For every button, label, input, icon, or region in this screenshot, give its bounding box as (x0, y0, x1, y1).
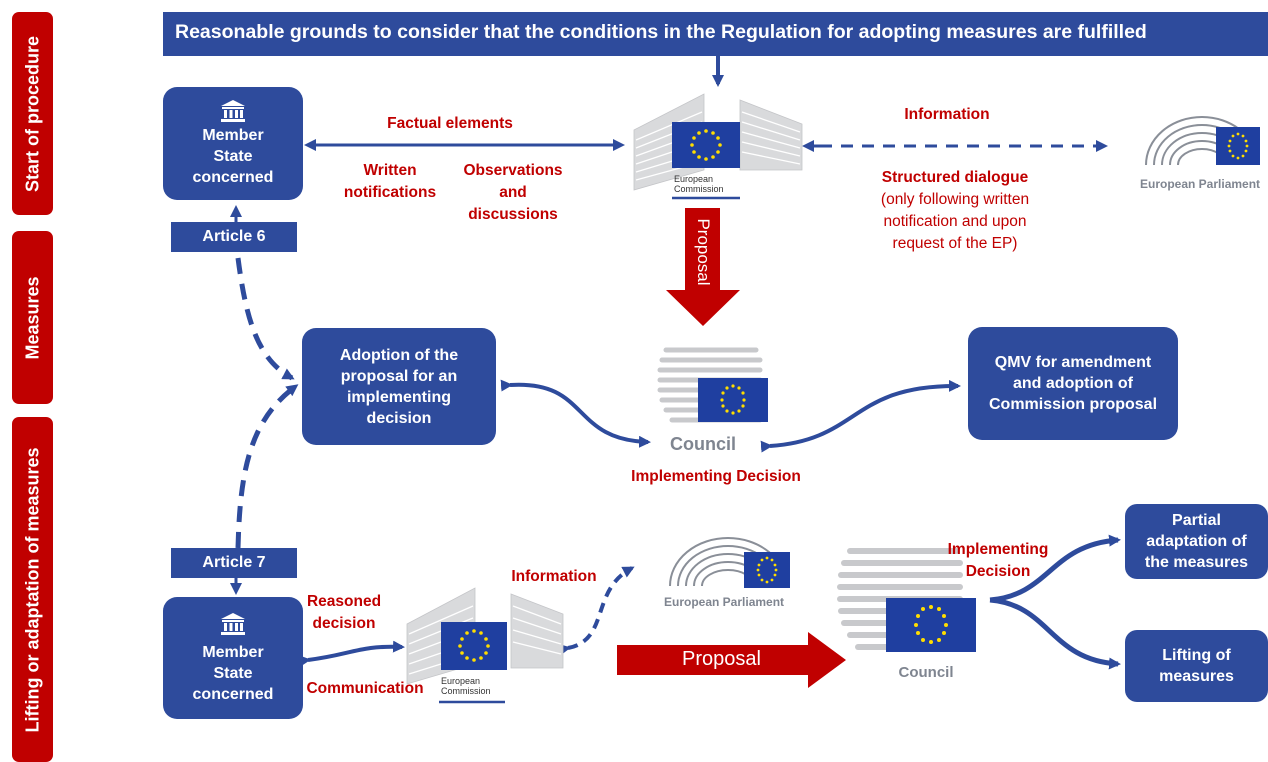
council-qmv-curve (760, 379, 961, 453)
lifting-measures-box: Lifting of measures (1125, 630, 1268, 702)
sd-line2: notification and upon (883, 213, 1027, 230)
article6-box: Article 6 (171, 222, 297, 252)
observations-label: Observations and discussions (448, 160, 578, 226)
qmv-line3: Commission proposal (988, 396, 1158, 413)
member-state-line2: State (213, 148, 253, 165)
sd-line1: (only following written (880, 191, 1030, 208)
ep-label-top: European Parliament (1140, 177, 1261, 191)
partial-line2: adaptation of (1146, 533, 1247, 550)
ec-label-bottom-1: European (441, 676, 481, 686)
partial-line1: Partial (1172, 512, 1221, 529)
proposal-vertical-arrow (666, 208, 740, 326)
ec-label-top-1: European (674, 174, 714, 184)
proposal-horizontal-label: Proposal (682, 648, 761, 670)
european-commission-logo-top: European Commission (632, 90, 804, 202)
council-mid-label: Council (670, 434, 736, 454)
written-line2: notifications (343, 184, 437, 201)
tab-start-of-procedure: Start of procedure (12, 12, 53, 215)
proposal-horizontal-arrow (617, 632, 846, 688)
article6-dashed-curve (235, 257, 295, 381)
qmv-line1: QMV for amendment (994, 354, 1152, 371)
member-state-line3: concerned (192, 169, 274, 186)
information-top-label: Information (904, 106, 990, 123)
structured-dialogue-note: (only following written notification and… (845, 189, 1065, 255)
ec-label-bottom-2: Commission (441, 686, 491, 696)
article6-label: Article 6 (202, 228, 266, 245)
member-state-b-line3: concerned (192, 685, 274, 703)
member-state-b-line2: State (213, 664, 253, 682)
implementing-decision-bottom-label: Implementing Decision (928, 539, 1068, 583)
information-dashed-curve (558, 566, 635, 656)
proposal-vertical-label: Proposal (694, 218, 713, 286)
commission-building-icon (406, 587, 564, 704)
reasoned-line1: Reasoned (306, 593, 382, 610)
council-logo-bottom (836, 543, 986, 653)
header-title: Reasonable grounds to consider that the … (175, 21, 1147, 43)
council-logo-middle (656, 342, 776, 428)
institution-icon (221, 612, 245, 635)
ec-label-bottom: European Commission (441, 676, 491, 696)
implementing-decision-mid-label: Implementing Decision (631, 468, 801, 485)
european-commission-logo-bottom: European Commission (405, 584, 565, 706)
council-building-icon (837, 548, 976, 652)
sd-line3: request of the EP) (892, 235, 1018, 252)
european-parliament-logo-top: European Parliament (1140, 105, 1265, 195)
observations-line3: discussions (468, 206, 558, 223)
european-parliament-logo-bottom: European Parliament (664, 528, 794, 612)
article7-dashed-curve (235, 383, 299, 549)
tab-measures: Measures (12, 231, 53, 404)
observations-line2: and (499, 184, 527, 201)
impl-dec-line1: Implementing (947, 541, 1049, 558)
written-notifications-label: Written notifications (340, 160, 440, 204)
partial-adaptation-box: Partial adaptation of the measures (1125, 504, 1268, 579)
lifting-line2: measures (1159, 668, 1234, 685)
commission-building-icon (633, 93, 803, 200)
ep-label-bottom: European Parliament (664, 595, 785, 609)
structured-dialogue-label: Structured dialogue (881, 169, 1029, 186)
partial-line3: the measures (1144, 554, 1249, 571)
communication-curve (298, 640, 405, 668)
branch-lifting-curve (989, 597, 1121, 670)
ec-label-top: European Commission (674, 174, 724, 194)
branch-partial-curve (989, 534, 1121, 603)
written-line1: Written (363, 162, 417, 179)
communication-label: Communication (306, 680, 424, 697)
reasoned-decision-label: Reasoned decision (296, 591, 392, 635)
ec-label-top-2: Commission (674, 184, 724, 194)
member-state-bottom: Member State concerned (163, 597, 303, 719)
adoption-line4: decision (366, 409, 432, 427)
adoption-box: Adoption of the proposal for an implemen… (302, 328, 496, 445)
member-state-b-line1: Member (202, 643, 264, 661)
impl-dec-line2: Decision (965, 563, 1031, 580)
qmv-line2: and adoption of (1013, 375, 1133, 392)
qmv-box: QMV for amendment and adoption of Commis… (968, 327, 1178, 440)
member-state-top: Member State concerned (163, 87, 303, 200)
article7-box: Article 7 (171, 548, 297, 578)
council-building-icon (657, 347, 768, 423)
adoption-line2: proposal for an (340, 367, 458, 385)
factual-elements-label: Factual elements (387, 115, 513, 132)
adoption-council-curve (500, 379, 651, 448)
tab-lifting: Lifting or adaptation of measures (12, 417, 53, 762)
institution-icon (221, 100, 245, 122)
reasoned-line2: decision (312, 615, 376, 632)
adoption-line1: Adoption of the (339, 346, 459, 364)
observations-line1: Observations (463, 162, 563, 179)
member-state-line1: Member (202, 127, 264, 144)
lifting-line1: Lifting of (1162, 647, 1231, 664)
council-bottom-label: Council (898, 664, 954, 681)
parliament-hemicycle-icon (669, 537, 790, 588)
header-banner (163, 12, 1268, 56)
article7-label: Article 7 (202, 554, 266, 571)
information-bottom-label: Information (511, 568, 597, 585)
adoption-line3: implementing (346, 388, 451, 406)
parliament-hemicycle-icon (1145, 116, 1260, 166)
